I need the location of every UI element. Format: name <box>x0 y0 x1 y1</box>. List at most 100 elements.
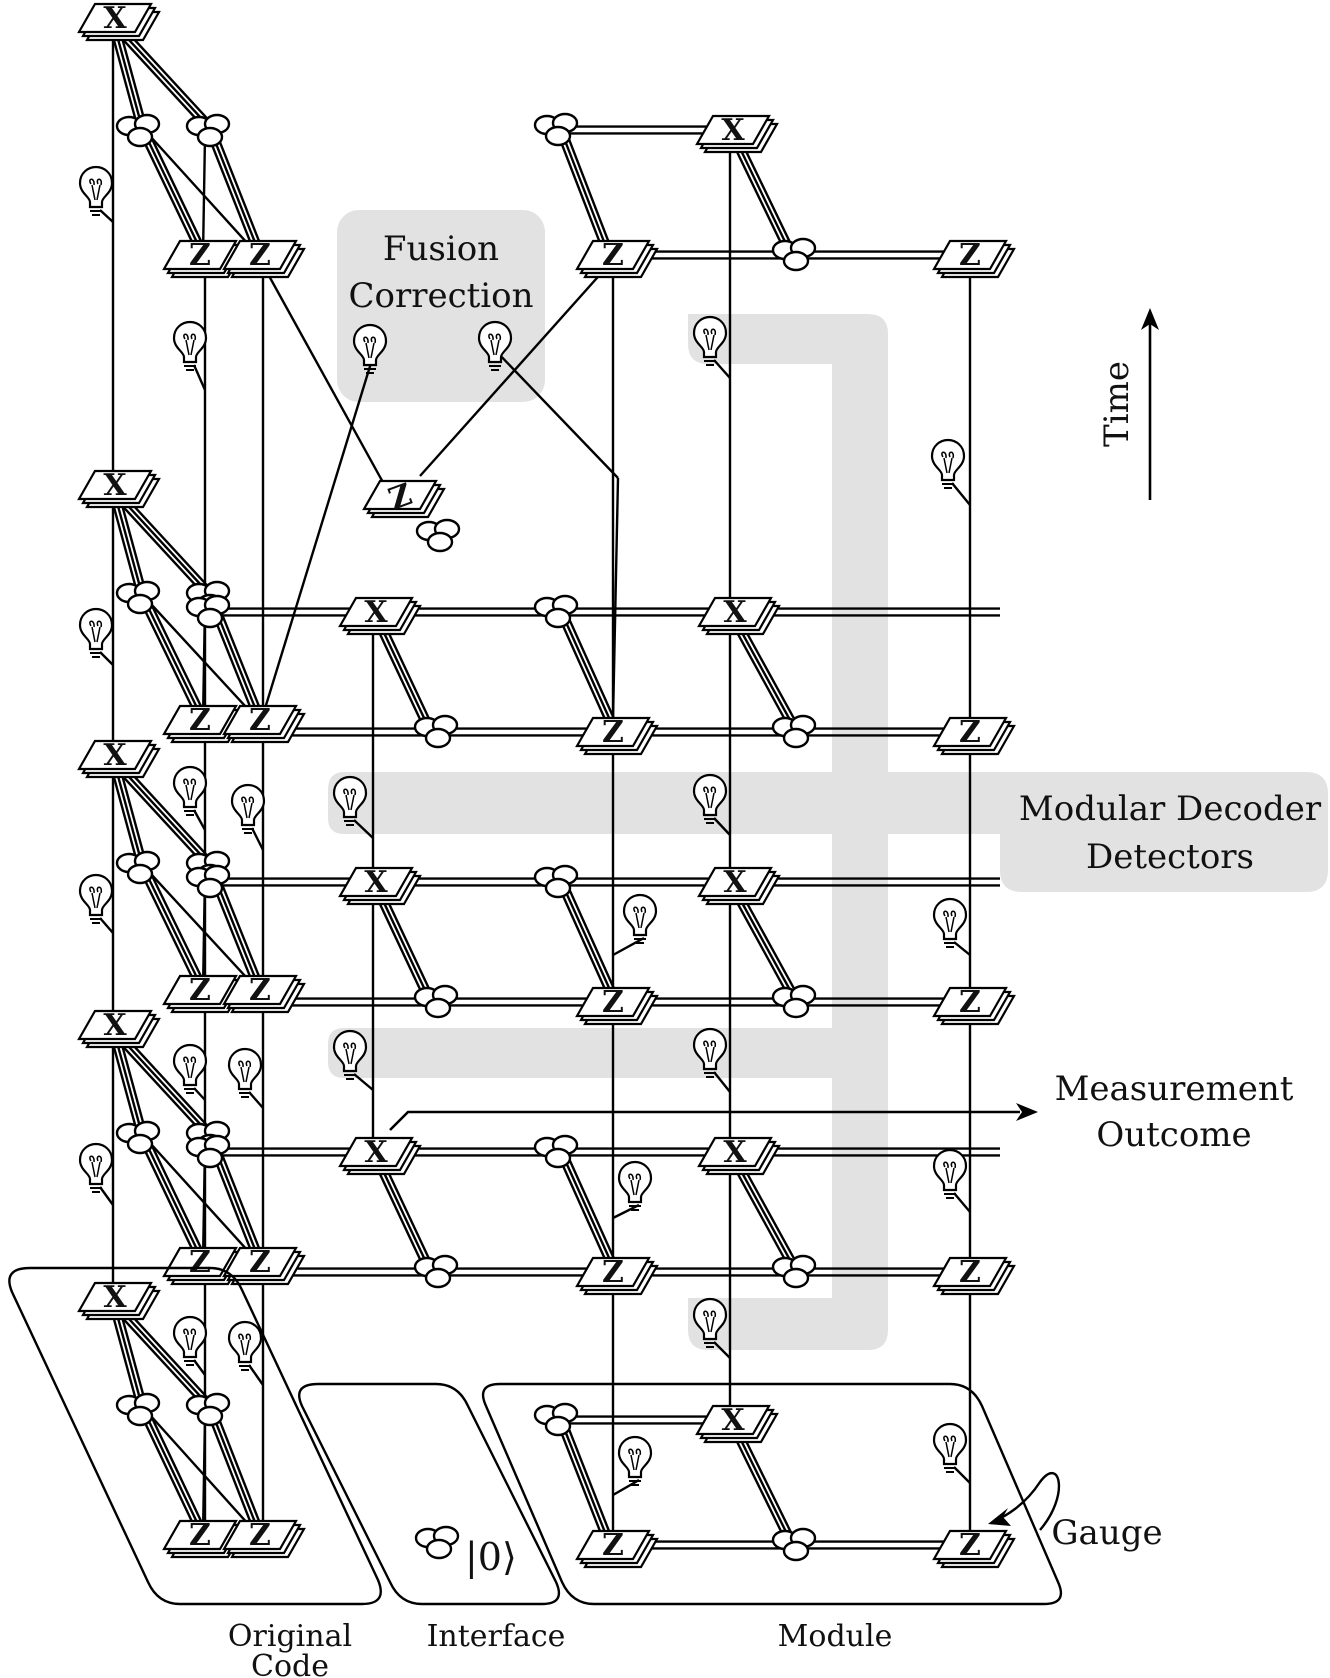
bulb-icon <box>230 783 266 835</box>
detector-link <box>99 651 114 666</box>
module-label: Module <box>778 1619 893 1654</box>
bundle-link <box>109 495 141 600</box>
svg-text:Z: Z <box>602 715 624 750</box>
fusion-icon <box>413 1254 459 1289</box>
bulb-icon <box>932 1148 968 1200</box>
fusion-icon <box>185 1134 231 1169</box>
bulb-icon <box>227 1320 263 1372</box>
detector-link <box>250 827 265 851</box>
svg-text:X: X <box>721 1403 745 1438</box>
svg-text:X: X <box>103 1008 127 1043</box>
detector-link <box>953 1466 971 1484</box>
svg-text:Z: Z <box>959 238 981 273</box>
fusion-icon <box>771 1527 817 1562</box>
detector-link <box>99 1186 114 1206</box>
bundle-link <box>144 135 205 256</box>
z-gate-icon: Z <box>222 703 306 744</box>
fusion-icon <box>771 714 817 749</box>
fusion-icon <box>771 1254 817 1289</box>
bundle-link <box>567 887 615 989</box>
bundle-link <box>113 494 145 599</box>
bundle-link <box>117 764 214 869</box>
gauge-label: Gauge <box>1051 1513 1162 1553</box>
z-gate-icon: Z <box>575 238 659 279</box>
detector-link <box>192 809 207 831</box>
measurement-outcome-label-line1: Measurement <box>1055 1069 1294 1109</box>
fusion-correction-label-line1: Fusion <box>383 229 499 269</box>
z-gate-icon: Z <box>575 1528 659 1569</box>
detector-link <box>248 1364 264 1386</box>
detector-link <box>99 209 114 223</box>
x-gate-icon: X <box>77 468 161 509</box>
x-gate-icon: X <box>77 1008 161 1049</box>
fusion-icon <box>415 518 461 553</box>
z-gate-icon: Z <box>932 715 1016 756</box>
x-gate-icon: X <box>77 1280 161 1321</box>
connection-line <box>611 477 620 721</box>
bundle-link <box>563 1159 612 1261</box>
detector-link <box>713 817 731 836</box>
connection-line <box>201 135 207 256</box>
bundle-link <box>376 619 427 721</box>
bundle-link <box>215 1141 266 1261</box>
bundle-link <box>207 137 258 257</box>
bundle-link <box>733 619 792 721</box>
bundle-link <box>211 1414 262 1536</box>
fusion-icon <box>533 112 579 147</box>
fusion-correction-label-line2: Correction <box>348 276 533 316</box>
bundle-link <box>373 891 423 993</box>
bundle-link <box>562 1427 610 1541</box>
svg-text:X: X <box>723 1135 747 1170</box>
detector-link <box>612 1478 640 1497</box>
bundle-link <box>113 764 145 869</box>
bundle-link <box>117 27 214 132</box>
svg-text:Z: Z <box>189 238 211 273</box>
detector-link <box>192 364 207 391</box>
measurement-outcome-label-line2: Outcome <box>1096 1115 1251 1155</box>
module-panel <box>481 1382 1063 1606</box>
fusion-icon <box>771 237 817 272</box>
detector-link <box>248 1091 264 1109</box>
fusion-icon <box>185 864 231 899</box>
svg-text:X: X <box>103 738 127 773</box>
bundle-link <box>148 870 208 989</box>
interface-fusion-icon <box>414 1525 460 1560</box>
bundle-link <box>141 137 201 258</box>
bundle-link <box>558 1429 606 1542</box>
svg-text:X: X <box>723 865 747 900</box>
detector-link <box>953 1192 971 1213</box>
x-gate-icon: X <box>77 1 161 42</box>
svg-text:X: X <box>364 595 388 630</box>
fusion-icon <box>185 1392 231 1427</box>
fusion-icon <box>771 984 817 1019</box>
detector-link <box>353 1073 374 1091</box>
svg-text:Z: Z <box>189 1245 211 1280</box>
bundle-link <box>376 1159 427 1261</box>
svg-text:Z: Z <box>249 1518 271 1553</box>
bundle-link <box>567 617 615 719</box>
bulb-icon <box>617 1435 653 1487</box>
svg-text:X: X <box>103 468 127 503</box>
z-gate-icon: Z <box>362 474 446 519</box>
bundle-link <box>120 761 217 866</box>
bundle-link <box>148 1140 208 1261</box>
connection-line <box>419 259 614 477</box>
connection-line <box>494 349 619 479</box>
bundle-link <box>563 619 612 721</box>
connection-line <box>261 349 377 716</box>
bundle-link <box>560 621 608 723</box>
bundle-link <box>144 1414 205 1536</box>
bundle-link <box>737 135 795 251</box>
bundle-link <box>148 133 208 254</box>
bundle-link <box>560 891 608 993</box>
bulb-icon <box>172 765 208 817</box>
bundle-link <box>373 621 423 723</box>
z-gate-icon: Z <box>222 973 306 1014</box>
x-gate-icon: X <box>338 865 422 906</box>
svg-text:Z: Z <box>602 1255 624 1290</box>
svg-text:Z: Z <box>959 1255 981 1290</box>
bulb-icon <box>622 893 658 945</box>
bundle-link <box>141 604 201 723</box>
